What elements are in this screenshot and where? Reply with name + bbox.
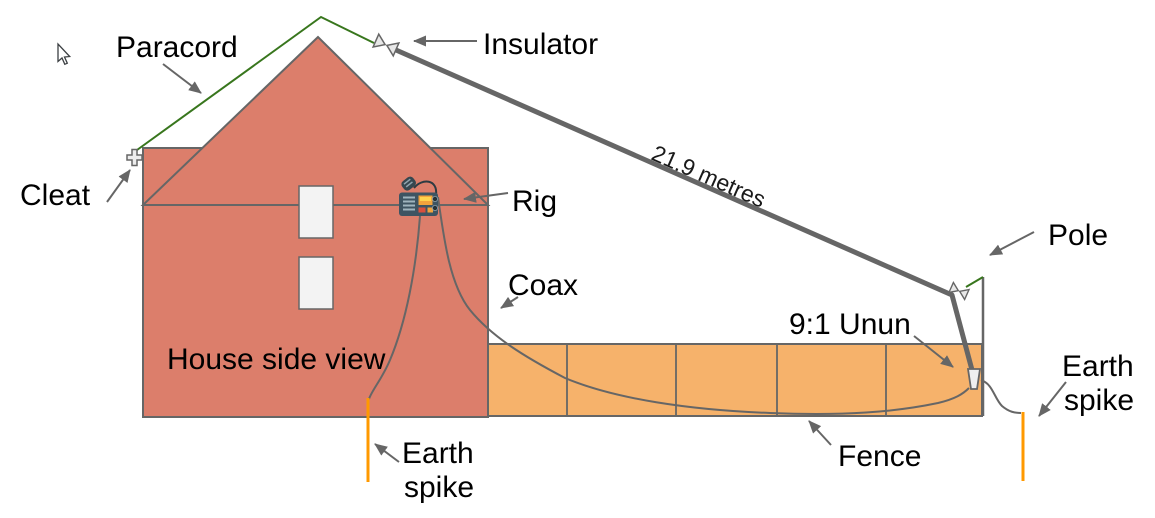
rig-button-orange <box>427 207 433 213</box>
label-pole: Pole <box>1048 219 1108 252</box>
cleat-icon <box>126 148 143 167</box>
label-cleat: Cleat <box>20 179 91 212</box>
unun-box <box>966 368 982 390</box>
rig-knob <box>431 195 438 202</box>
mic-icon <box>401 176 416 191</box>
rig-screen-glow <box>420 197 431 201</box>
insulator-icon <box>371 32 401 58</box>
insulator-icon-pole <box>947 281 971 301</box>
fence-group <box>487 343 983 417</box>
paracord-line <box>136 15 375 151</box>
label-house-side-view: House side view <box>167 343 386 376</box>
label-paracord: Paracord <box>116 31 238 64</box>
paracord-arrow <box>162 63 202 94</box>
label-fence: Fence <box>838 440 921 473</box>
rig-button-red <box>418 207 426 213</box>
rig-icon <box>399 176 438 216</box>
label-insulator: Insulator <box>483 28 598 61</box>
label-earth-spike-right-line2: spike <box>1064 384 1134 417</box>
unun-arrow <box>913 335 954 368</box>
earth-wire-right <box>980 379 1022 414</box>
label-coax: Coax <box>508 269 578 302</box>
cleat-arrow <box>106 169 131 203</box>
rig-arrow <box>463 191 509 203</box>
earth-spike-left-arrow <box>374 443 400 463</box>
rig-speaker-grille <box>403 196 415 211</box>
label-earth-spike-right: Earth spike <box>1062 350 1134 417</box>
label-earth-spike-left-line2: spike <box>404 471 474 504</box>
window-upper <box>298 185 334 239</box>
fence-panel <box>487 343 983 417</box>
label-earth-spike-left-line1: Earth <box>402 437 474 470</box>
earth-spike-right-arrow <box>1038 381 1067 417</box>
label-arrows <box>106 35 1067 463</box>
coax-cable <box>437 196 970 415</box>
coax-arrow <box>500 296 519 309</box>
label-unun: 9:1 Unun <box>789 308 911 341</box>
pole-arrow <box>989 231 1035 256</box>
rig-knob <box>431 204 438 211</box>
earth-wire-left <box>368 215 421 400</box>
mic-cord <box>413 180 438 196</box>
fence-arrow <box>808 420 832 446</box>
window-lower <box>298 256 334 310</box>
label-wire-length: 21.9 metres <box>648 140 770 213</box>
label-earth-spike-right-line1: Earth <box>1062 350 1134 383</box>
antenna-wire <box>394 47 975 371</box>
mouse-cursor-icon <box>57 42 72 66</box>
label-earth-spike-left: Earth spike <box>402 437 474 504</box>
paracord-pole-line <box>965 276 984 288</box>
label-rig: Rig <box>512 185 557 218</box>
